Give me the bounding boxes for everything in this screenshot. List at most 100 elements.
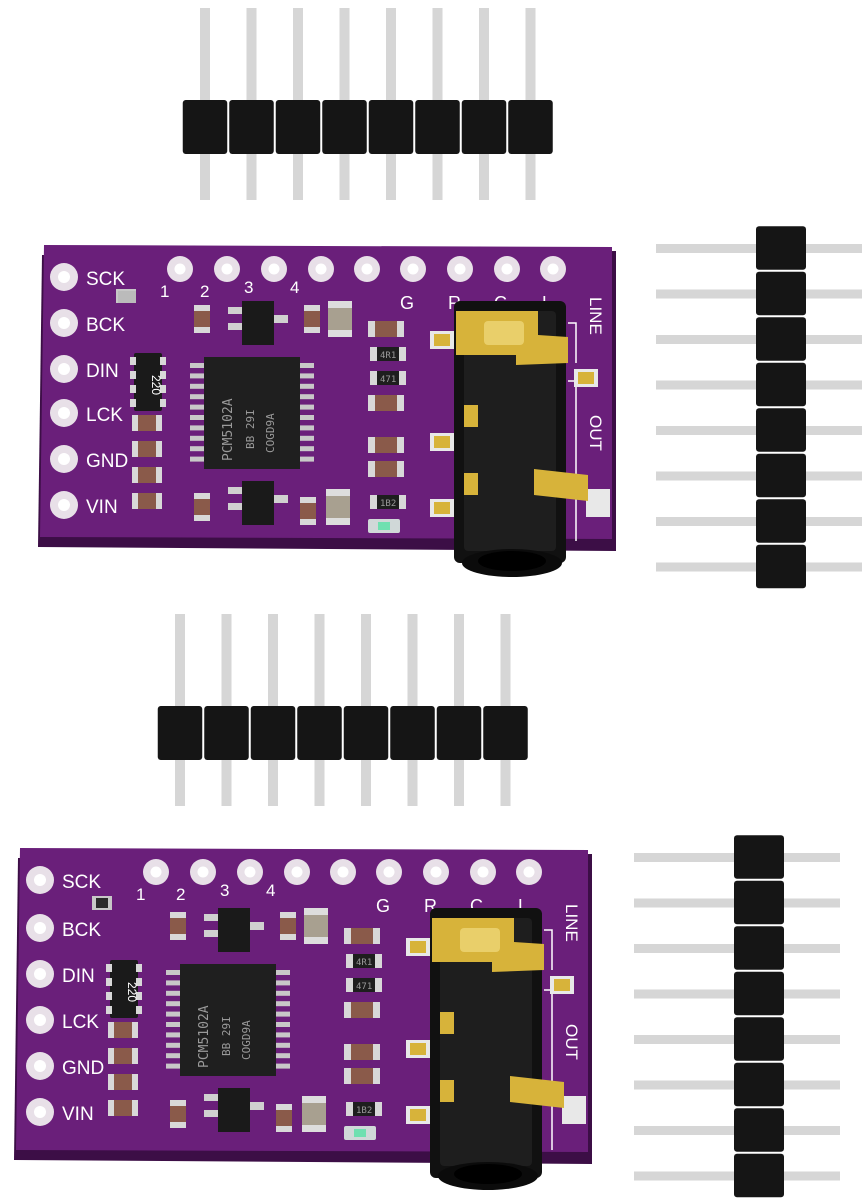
header-block	[756, 544, 806, 589]
mark-4r1: 4R1	[380, 351, 396, 361]
chip-part-number: PCM5102A	[221, 398, 236, 461]
left-pin-pads	[26, 866, 54, 1126]
chip-date-code: BB 29I	[244, 409, 257, 449]
header-pin	[656, 289, 786, 299]
header-block	[461, 100, 507, 154]
top-pin-pads	[143, 859, 542, 885]
header-pin	[407, 614, 418, 736]
header-block	[483, 706, 528, 760]
header-pin	[525, 8, 536, 130]
header-block	[204, 706, 249, 760]
header-pin	[764, 1171, 840, 1181]
chip-pin	[276, 1032, 290, 1038]
header-pin	[656, 335, 786, 344]
chip-pin	[276, 970, 290, 975]
header-pin	[764, 1126, 840, 1135]
header-pin	[221, 614, 232, 736]
header-pin	[361, 614, 371, 736]
label-2: 2	[176, 885, 185, 904]
header-block	[756, 362, 806, 407]
smd-components: 4R1 471 1B2	[92, 896, 382, 1140]
chip-pin	[276, 1042, 290, 1048]
header-pin	[454, 736, 464, 806]
header-pin	[634, 853, 764, 862]
header-pin	[293, 8, 303, 130]
chip-pin	[300, 373, 314, 379]
header-block	[756, 408, 806, 452]
chip-lot-code: COGD9A	[240, 1020, 253, 1060]
chip-pin	[300, 425, 314, 431]
chip-pin	[276, 1022, 290, 1027]
header-pin	[786, 562, 862, 572]
header-pin	[432, 130, 443, 200]
chip-pin	[166, 980, 180, 986]
mark-1b2: 1B2	[356, 1106, 372, 1116]
chip-pin	[190, 373, 204, 379]
chip-part-number: PCM5102A	[197, 1005, 212, 1068]
header-pin	[479, 8, 489, 130]
label-vin: VIN	[62, 1104, 94, 1125]
header-pin	[432, 8, 443, 130]
label-gnd: GND	[86, 451, 128, 472]
header-pin	[786, 289, 862, 299]
header-block	[297, 706, 342, 760]
label-line: LINE	[562, 904, 581, 942]
chip-pin	[276, 990, 290, 996]
header-pin	[634, 1035, 764, 1044]
header-pin	[634, 944, 764, 953]
header-pin	[764, 898, 840, 908]
label-lck: LCK	[86, 405, 123, 426]
horizontal-pin-header-top	[182, 8, 553, 200]
header-block	[415, 100, 460, 154]
chip-pin	[166, 1011, 180, 1017]
mark-471: 471	[380, 375, 396, 385]
chip-pin	[300, 415, 314, 420]
header-pin	[764, 1080, 840, 1090]
mark-1b2: 1B2	[380, 499, 396, 509]
header-block	[368, 100, 414, 154]
header-block	[756, 271, 806, 316]
label-bck: BCK	[62, 920, 101, 941]
chip-pin	[300, 383, 314, 389]
label-3: 3	[220, 881, 229, 900]
header-block	[734, 926, 784, 970]
resistor-network: 220	[130, 353, 166, 411]
chip-lot-code: COGD9A	[264, 413, 277, 453]
chip-pin	[166, 1001, 180, 1007]
chip-pin	[300, 363, 314, 368]
header-pin	[764, 853, 840, 862]
header-block	[756, 226, 806, 270]
chip-pin	[300, 446, 314, 452]
chip-pin	[276, 1063, 290, 1069]
label-3: 3	[244, 278, 253, 297]
label-l: L	[518, 896, 528, 916]
header-pin	[634, 898, 764, 908]
header-pin	[500, 614, 511, 736]
chip-pin	[276, 1053, 290, 1059]
header-pin	[634, 989, 764, 999]
chip-pin	[166, 1022, 180, 1027]
chip-pin	[166, 1032, 180, 1038]
header-pin	[479, 130, 489, 200]
header-pin	[656, 426, 786, 435]
vertical-pin-header-bottom	[634, 835, 840, 1198]
vertical-pin-header-top	[656, 226, 862, 589]
header-pin	[656, 244, 786, 253]
header-pin	[786, 380, 862, 390]
label-1: 1	[136, 885, 145, 904]
label-bck: BCK	[86, 315, 125, 336]
header-block	[734, 971, 784, 1016]
header-pin	[268, 614, 278, 736]
header-pin	[314, 614, 325, 736]
chip-pin	[190, 363, 204, 368]
label-din: DIN	[86, 361, 119, 382]
header-pin	[656, 562, 786, 572]
header-block	[734, 1108, 784, 1152]
header-pin	[786, 517, 862, 526]
header-block	[756, 499, 806, 543]
header-pin	[361, 736, 371, 806]
top-pin-pads	[167, 256, 566, 282]
chip-pin	[276, 1011, 290, 1017]
label-sck: SCK	[86, 269, 125, 290]
